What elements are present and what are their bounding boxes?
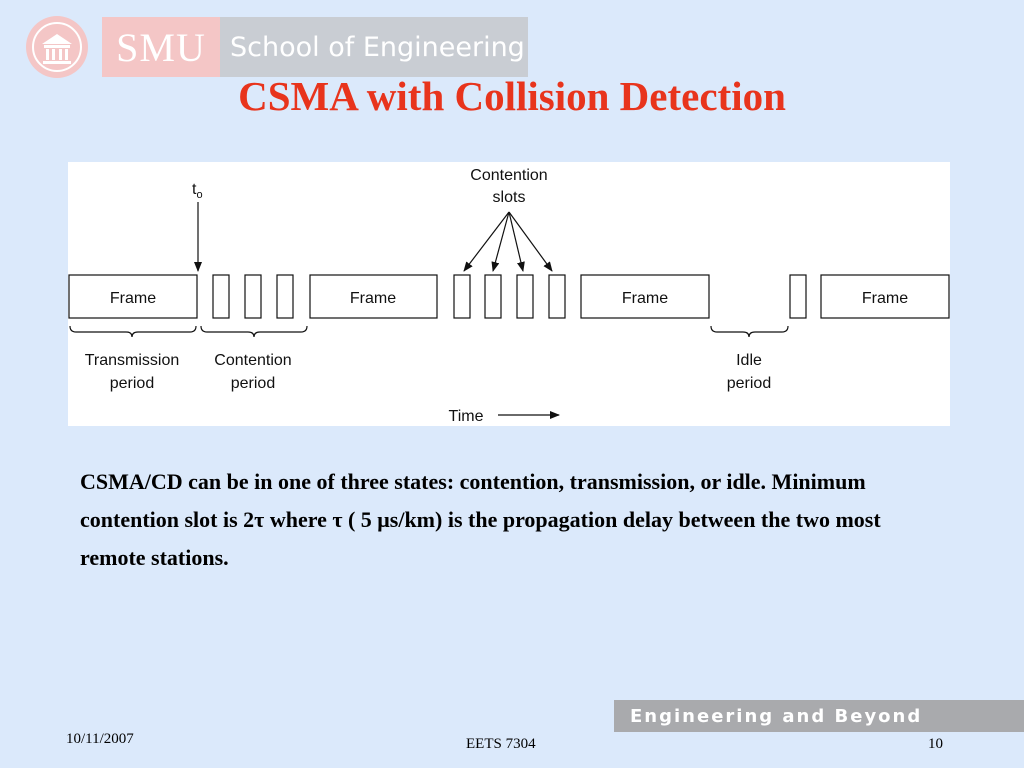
- frame-label-4: Frame: [862, 290, 908, 307]
- frame-box-2: [309, 274, 438, 319]
- csma-cd-diagram: to Contention slots Frame Frame Frame Fr…: [68, 162, 950, 426]
- slide-title: CSMA with Collision Detection: [238, 73, 786, 119]
- contention-period-brace: [200, 325, 308, 338]
- footer-page-number: 10: [928, 736, 943, 752]
- idle-period-label-2: period: [727, 375, 771, 392]
- contention-slots-label-2: slots: [493, 189, 526, 206]
- transmission-period-label-2: period: [110, 375, 154, 392]
- slot-arrow-2: [491, 211, 510, 272]
- school-logo: SMU School of Engineering: [102, 17, 528, 77]
- contention-slot: [516, 274, 534, 319]
- frame-label-3: Frame: [622, 290, 668, 307]
- frame-box-1: [68, 274, 198, 319]
- idle-period-brace: [710, 325, 789, 338]
- contention-slot: [789, 274, 807, 319]
- logo-smu-text: SMU: [102, 17, 220, 77]
- transmission-period-label-1: Transmission: [85, 352, 180, 369]
- footer-course: EETS 7304: [466, 736, 536, 752]
- contention-slot: [276, 274, 294, 319]
- slot-arrow-4: [508, 211, 553, 272]
- footer-date: 10/11/2007: [66, 731, 134, 747]
- university-seal-icon: [24, 14, 90, 80]
- contention-slot: [548, 274, 566, 319]
- time-label: Time: [449, 408, 484, 425]
- contention-slots-label-1: Contention: [470, 167, 547, 184]
- t0-label: to: [192, 181, 203, 201]
- frame-box-4: [820, 274, 950, 319]
- contention-slot: [244, 274, 262, 319]
- contention-slot: [212, 274, 230, 319]
- contention-slot: [484, 274, 502, 319]
- footer-tagline-band: Engineering and Beyond: [614, 700, 1024, 732]
- contention-period-label-1: Contention: [214, 352, 291, 369]
- contention-slot: [453, 274, 471, 319]
- frame-box-3: [580, 274, 710, 319]
- logo-school-text: School of Engineering: [220, 17, 528, 77]
- idle-period-label-1: Idle: [736, 352, 762, 369]
- slot-arrow-1: [463, 211, 510, 272]
- frame-label-1: Frame: [110, 290, 156, 307]
- contention-period-label-2: period: [231, 375, 275, 392]
- slot-arrow-3: [508, 211, 525, 272]
- slide-body-text: CSMA/CD can be in one of three states: c…: [80, 469, 881, 570]
- transmission-period-brace: [69, 325, 197, 338]
- frame-label-2: Frame: [350, 290, 396, 307]
